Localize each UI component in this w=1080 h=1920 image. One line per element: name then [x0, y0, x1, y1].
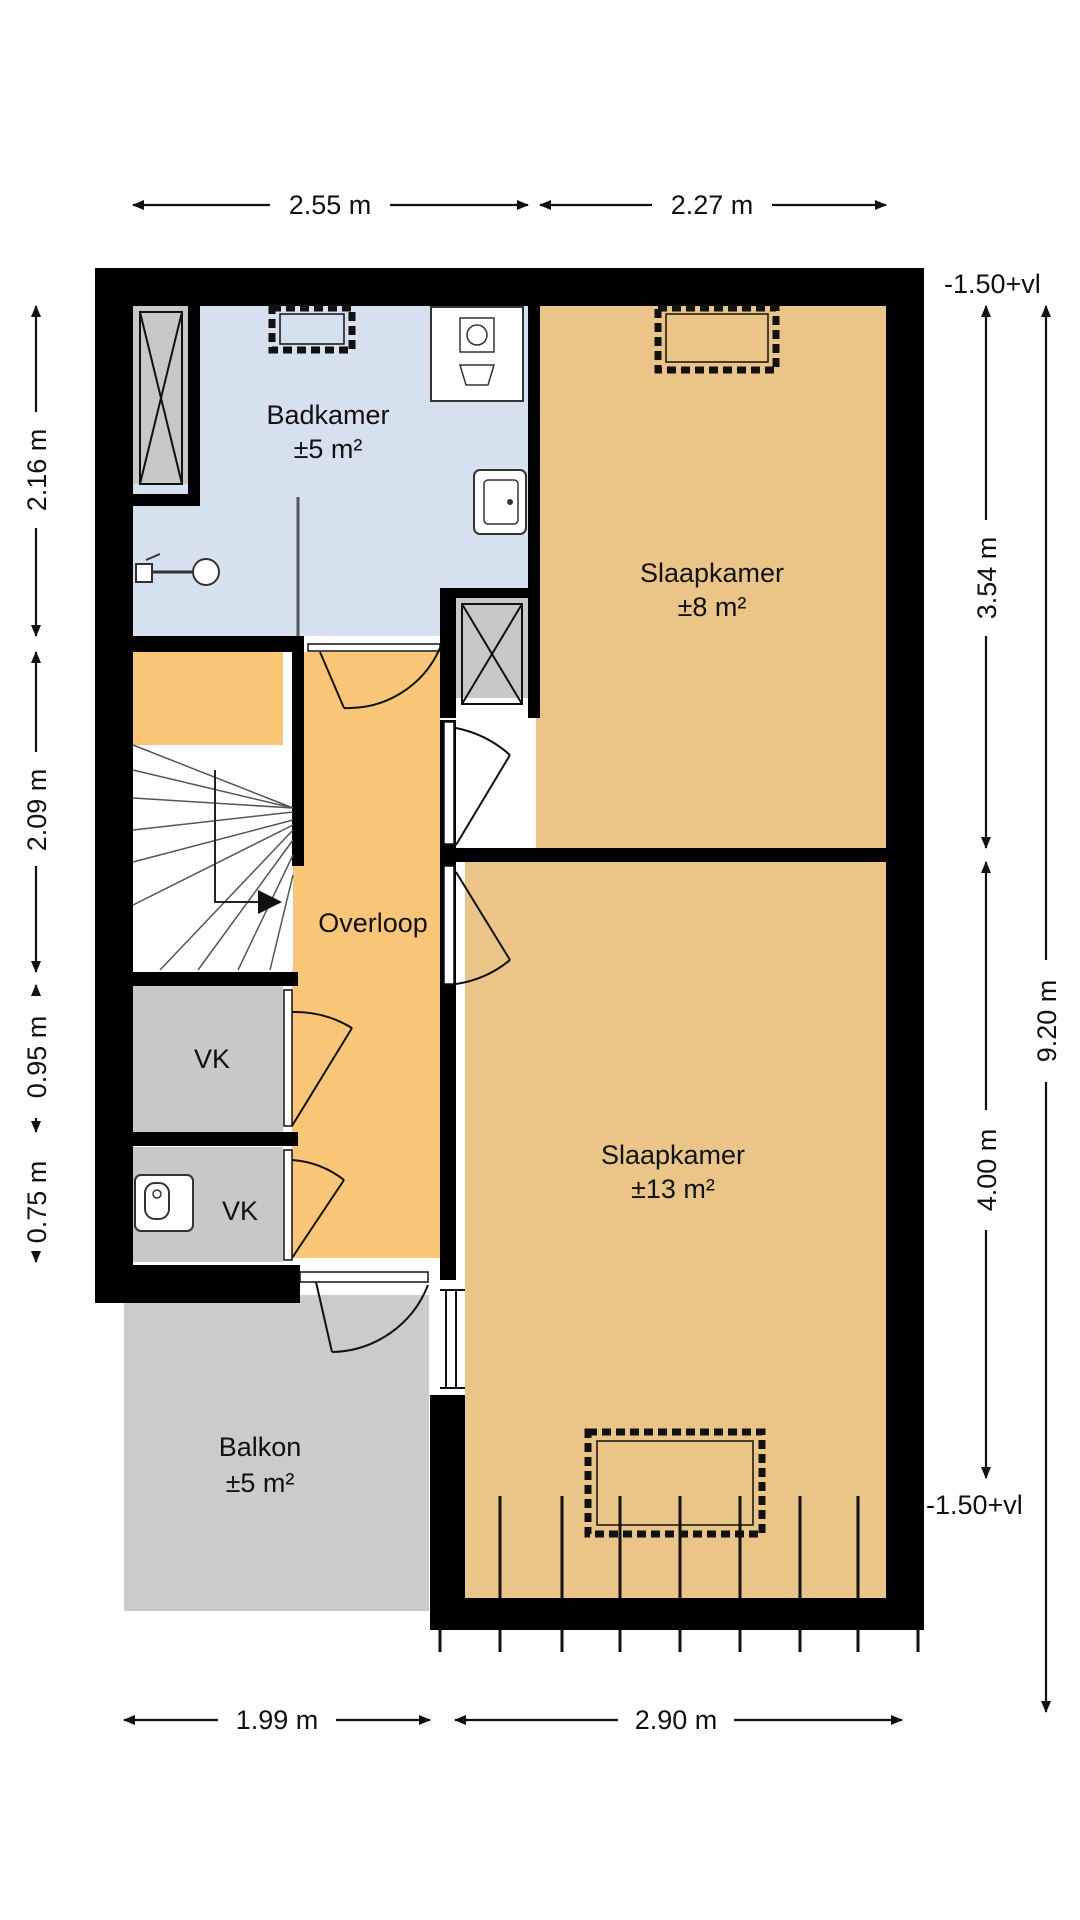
door-icon — [283, 1149, 345, 1261]
dimension-top-left: 2.55 m — [132, 190, 529, 220]
stairs-icon — [132, 744, 294, 971]
dimension-label: 2.09 m — [22, 769, 52, 852]
skylight-icon — [654, 304, 780, 374]
dimension-label: 1.99 m — [236, 1705, 319, 1735]
dimension-label: 2.27 m — [671, 190, 754, 220]
sink-icon — [473, 469, 527, 535]
shaft-icon — [461, 603, 523, 705]
room-name-badkamer: Badkamer — [266, 400, 389, 430]
roof-slope-lines — [438, 1496, 920, 1652]
dimension-right-total: 9.20 m — [1032, 305, 1062, 1713]
washing-machine-icon — [430, 306, 524, 402]
dimension-label: 0.95 m — [22, 1016, 52, 1099]
room-area-badkamer: ±5 m² — [294, 434, 363, 464]
dimension-label: 2.90 m — [635, 1705, 718, 1735]
room-name-slaapkamer-top: Slaapkamer — [640, 558, 784, 588]
dimension-left-2: 2.09 m — [22, 651, 52, 973]
toilet-icon — [134, 1174, 194, 1232]
balcony-floor — [124, 1295, 429, 1611]
level-marker-top: -1.50+vl — [944, 269, 1041, 299]
skylight-icon — [584, 1428, 766, 1538]
dimension-bottom-left: 1.99 m — [123, 1705, 431, 1735]
dimension-top-right: 2.27 m — [539, 190, 887, 220]
room-name-overloop: Overloop — [318, 908, 428, 938]
dimension-label: 3.54 m — [972, 537, 1002, 620]
vk-top-floor — [133, 985, 283, 1132]
door-icon — [283, 989, 353, 1127]
dimension-left-1: 2.16 m — [22, 305, 52, 637]
skylight-icon — [268, 304, 356, 354]
shower-icon — [135, 497, 300, 636]
dimension-label: 0.75 m — [22, 1161, 52, 1244]
room-area-slaapkamer-bottom: ±13 m² — [631, 1174, 715, 1204]
dimension-label: 2.16 m — [22, 429, 52, 512]
dimension-label: 9.20 m — [1032, 980, 1062, 1063]
dimension-right-1: 3.54 m — [972, 305, 1002, 849]
stairs-floor — [133, 745, 293, 970]
bedroom-top-floor — [536, 306, 886, 848]
shaft-icon — [139, 311, 183, 485]
dimension-left-3: 0.95 m — [22, 984, 52, 1133]
room-name-balkon: Balkon — [219, 1432, 302, 1462]
door-icon — [307, 643, 441, 710]
door-icon — [440, 1282, 465, 1395]
dimension-left-4: 0.75 m — [22, 1161, 52, 1263]
room-area-balkon: ±5 m² — [226, 1468, 295, 1498]
dimension-right-2: 4.00 m — [972, 861, 1002, 1479]
level-marker-bottom: -1.50+vl — [926, 1490, 1023, 1520]
room-name-slaapkamer-bottom: Slaapkamer — [601, 1140, 745, 1170]
dimension-label: 4.00 m — [972, 1129, 1002, 1212]
landing-floor — [292, 652, 440, 1258]
door-icon — [443, 721, 511, 846]
dimension-bottom-right: 2.90 m — [454, 1705, 903, 1735]
walls — [95, 268, 924, 1630]
room-area-slaapkamer-top: ±8 m² — [678, 592, 747, 622]
bedroom-bottom-floor — [465, 862, 886, 1598]
dimension-label: 2.55 m — [289, 190, 372, 220]
door-icon — [299, 1271, 429, 1353]
door-icon — [443, 865, 511, 985]
room-name-vk-bottom: VK — [222, 1196, 258, 1226]
room-name-vk-top: VK — [194, 1044, 230, 1074]
